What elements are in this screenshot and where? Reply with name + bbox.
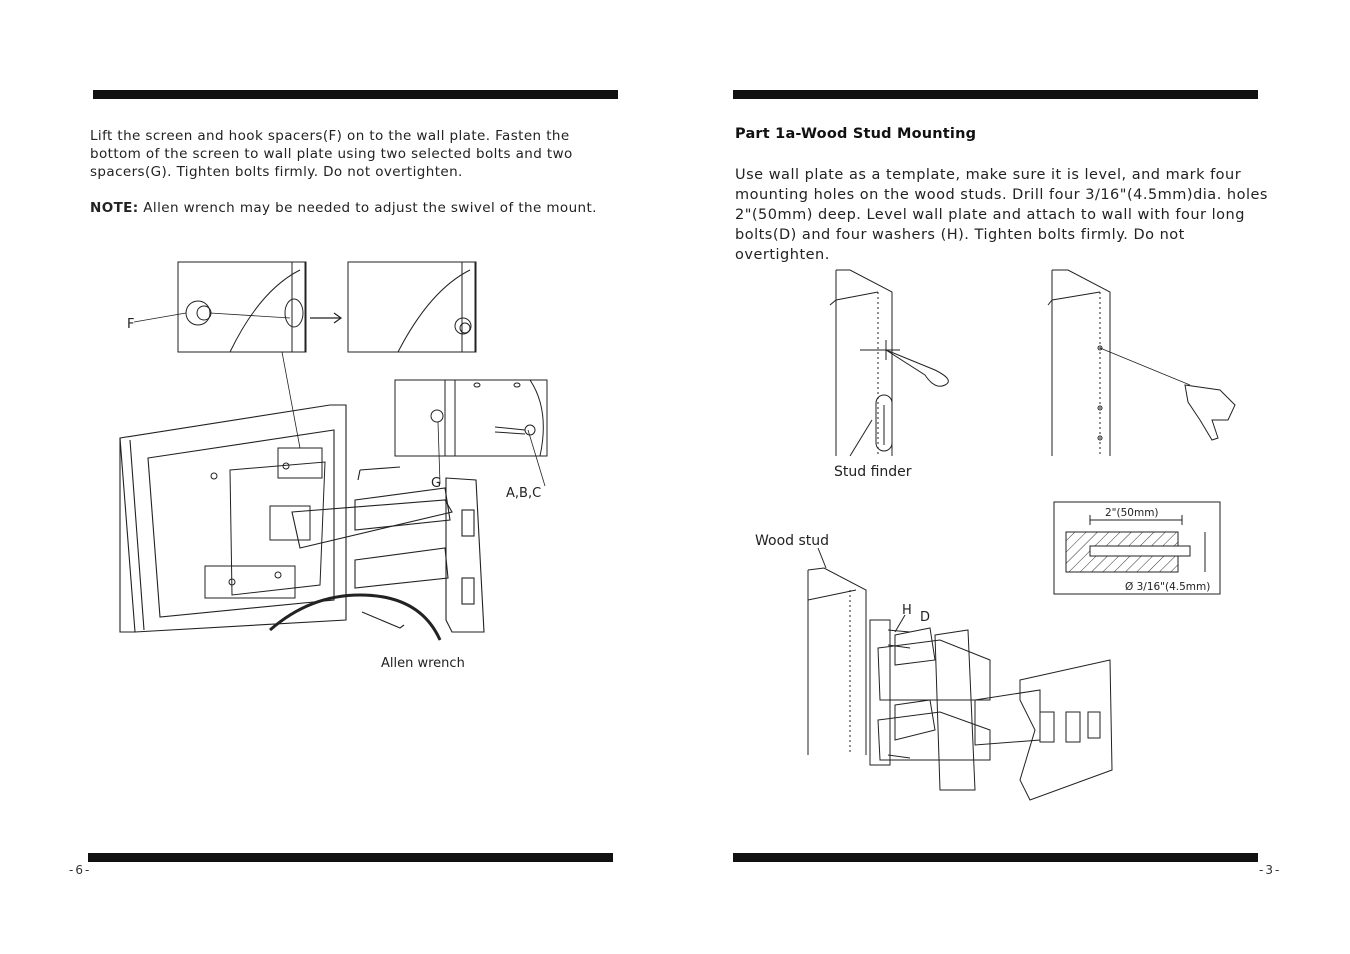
right-page-number: -3- [1259,863,1282,877]
left-page-number: -6- [69,863,92,877]
hole-depth-detail [1053,501,1221,595]
label-stud-finder: Stud finder [834,464,912,480]
leader-lines [133,312,546,487]
label-f: F [127,317,134,332]
right-instruction-paragraph: Use wall plate as a template, make sure … [735,167,1268,263]
left-instruction-paragraph: Lift the screen and hook spacers(F) on t… [90,128,573,180]
section-heading: Part 1a-Wood Stud Mounting [735,126,977,142]
label-d: D [920,610,930,625]
arrow-icon [310,312,343,324]
tv-wall-plate [204,447,326,599]
hooked-spacer-box [347,261,477,353]
swivel-arm [269,466,485,641]
label-abc: A,B,C [506,486,541,501]
label-g: G [431,476,441,491]
spacer-detail-box [177,261,307,353]
right-bottom-rule [733,853,1258,862]
note-label: NOTE: [90,200,139,216]
note-text: Allen wrench may be needed to adjust the… [138,200,597,216]
left-bottom-rule [88,853,613,862]
drill-figure [1047,269,1236,456]
tv-screen-frame [119,404,347,633]
right-top-rule [733,90,1258,99]
label-diameter: Ø 3/16"(4.5mm) [1125,581,1210,593]
left-top-rule [93,90,618,99]
stud-finder-figure [829,269,949,457]
label-allen-wrench: Allen wrench [381,656,465,671]
label-h: H [902,603,912,618]
bolt-detail-box [394,379,548,457]
label-depth: 2"(50mm) [1105,507,1159,519]
note-paragraph: NOTE: Allen wrench may be needed to adju… [90,199,610,217]
label-wood-stud: Wood stud [755,533,829,549]
wood-stud-with-mount [807,547,1113,801]
